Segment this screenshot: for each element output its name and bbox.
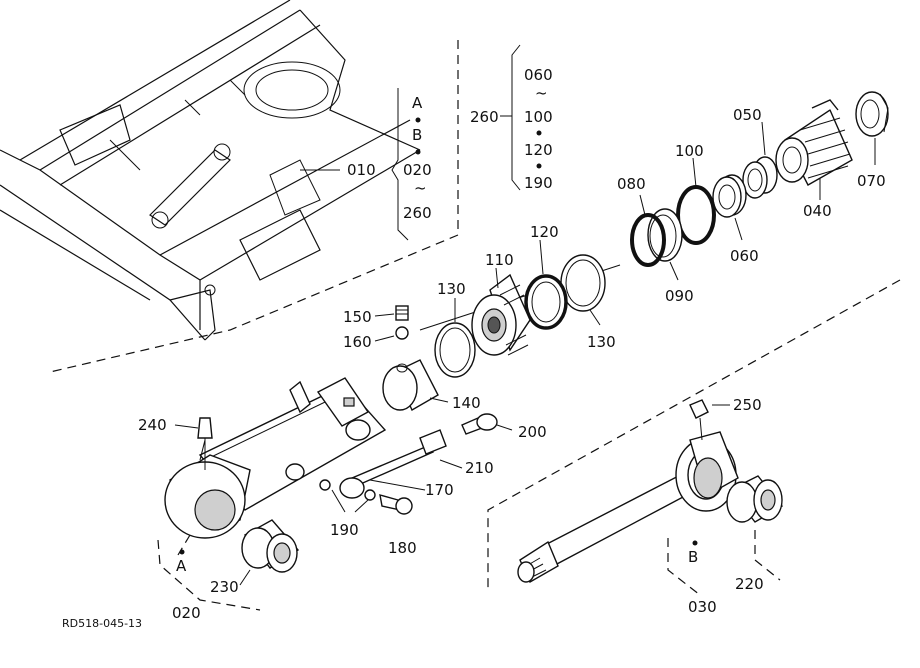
kit-010-a: A [412, 94, 423, 112]
rod-boundary-dash [487, 279, 901, 590]
callout-220: 220 [735, 575, 764, 593]
kit-260-dot2 [536, 163, 542, 169]
kit-010-d: 260 [403, 204, 432, 222]
part-130-ring-b [560, 254, 606, 326]
kit-010-b: B [412, 126, 422, 144]
part-220-bushing [726, 475, 784, 581]
kit-260-dot1 [536, 130, 542, 136]
part-110-piston [471, 267, 531, 356]
callout-140: 140 [452, 394, 481, 412]
part-230-bushing [239, 519, 300, 586]
tractor-frame-drawing [0, 0, 421, 341]
callout-130b: 130 [587, 333, 616, 351]
group-020-dash [157, 539, 261, 611]
callout-160: 160 [343, 333, 372, 351]
part-190-washers [319, 479, 376, 513]
part-080-oring [630, 194, 666, 267]
callout-120: 120 [530, 223, 559, 241]
part-140-gland [382, 359, 449, 411]
part-150-plug [374, 305, 409, 321]
kit-260-d: 190 [524, 174, 553, 192]
kit-260-a: 060 [524, 66, 553, 84]
part-120-ring [524, 239, 568, 330]
callout-100: 100 [675, 142, 704, 160]
part-160-ball [374, 326, 409, 342]
callout-190: 190 [330, 521, 359, 539]
part-210-pipe [339, 429, 463, 499]
part-060-seal [712, 174, 747, 241]
kit-010-dot2 [415, 149, 421, 155]
part-200-bolt [461, 413, 513, 435]
callout-150: 150 [343, 308, 372, 326]
kit-260-bracket: 260 060 ~ 100 120 190 [470, 44, 553, 192]
part-020-cylinder-tube [164, 377, 387, 556]
part-130-ring-a [434, 298, 476, 378]
part-180-bolt [379, 494, 413, 515]
callout-090: 090 [665, 287, 694, 305]
part-070-wiper [855, 91, 889, 165]
frame-boundary-dash [49, 40, 459, 373]
part-170-fitting [369, 479, 426, 491]
kit-010-dot1 [415, 117, 421, 123]
callout-130a: 130 [437, 280, 466, 298]
part-250-grease-fitting [689, 399, 730, 441]
callout-210: 210 [465, 459, 494, 477]
callout-230: 230 [210, 578, 239, 596]
callout-170: 170 [425, 481, 454, 499]
callout-080: 080 [617, 175, 646, 193]
callout-040: 040 [803, 202, 832, 220]
callout-200: 200 [518, 423, 547, 441]
part-050-bushing [742, 121, 778, 199]
part-030-piston-rod [517, 431, 739, 583]
callout-180: 180 [388, 539, 417, 557]
callout-020: 020 [172, 604, 201, 622]
ref-a-dot [179, 549, 185, 555]
part-040-cylinder-head [775, 99, 853, 200]
callout-250: 250 [733, 396, 762, 414]
kit-260-b: 100 [524, 108, 553, 126]
callout-010: 010 [347, 161, 376, 179]
kit-010-bracket: A B 020 ~ 260 [391, 88, 432, 241]
kit-260-c: 120 [524, 141, 553, 159]
callout-070: 070 [857, 172, 886, 190]
drawing-code: RD518-045-13 [62, 617, 142, 630]
ref-b-dot [692, 540, 698, 546]
kit-010-tilde: ~ [414, 179, 427, 197]
kit-260-title: 260 [470, 108, 499, 126]
callout-060: 060 [730, 247, 759, 265]
callout-240: 240 [138, 416, 167, 434]
kit-260-tilde: ~ [535, 84, 548, 102]
callout-030: 030 [688, 598, 717, 616]
part-100-oring [676, 157, 716, 245]
kit-010-c: 020 [403, 161, 432, 179]
callout-110: 110 [485, 251, 514, 269]
callout-050: 050 [733, 106, 762, 124]
ref-b-label: B [688, 548, 698, 566]
ref-a-label: A [176, 557, 187, 575]
group-030-dash [667, 538, 701, 596]
part-240-grease-fitting [174, 417, 213, 470]
